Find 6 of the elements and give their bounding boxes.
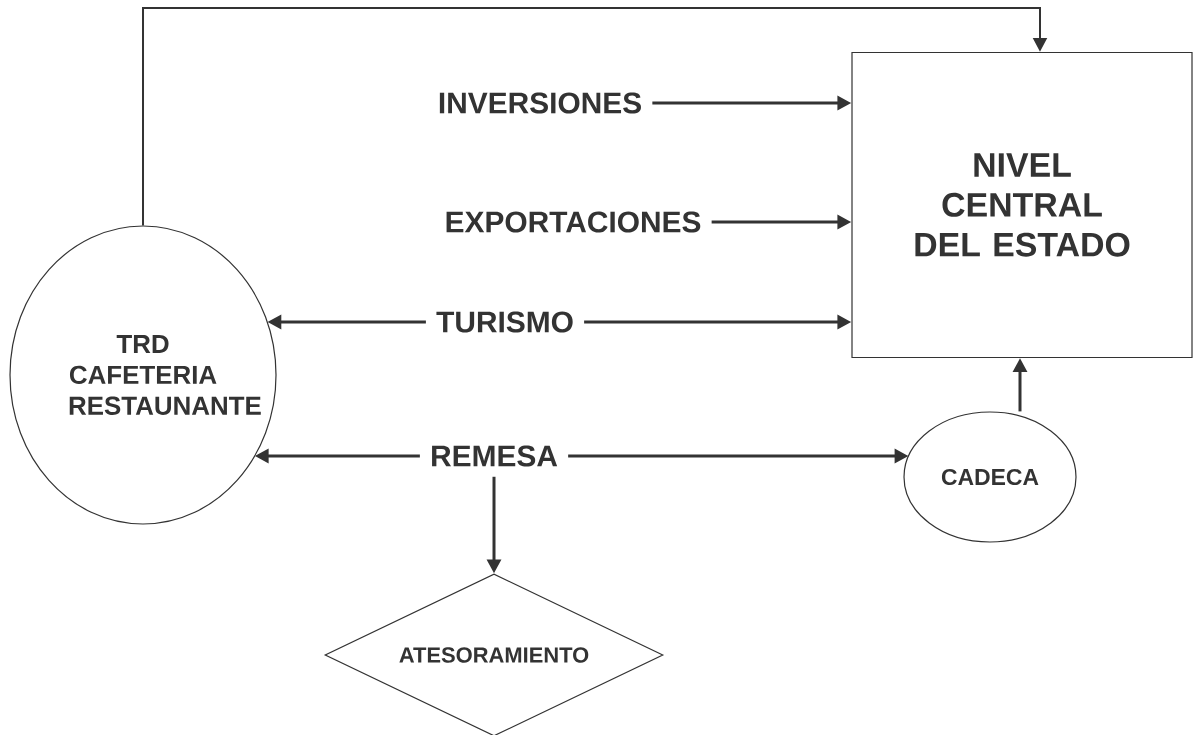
flow-label: INVERSIONES bbox=[439, 92, 641, 114]
flow-label: EXPORTACIONES bbox=[446, 211, 701, 233]
arrow bbox=[142, 7, 1048, 227]
flow-label: REMESA bbox=[432, 445, 558, 467]
state-box: NIVEL CENTRAL DEL ESTADO bbox=[851, 51, 1193, 359]
flow-label: TURISMO bbox=[436, 311, 573, 333]
